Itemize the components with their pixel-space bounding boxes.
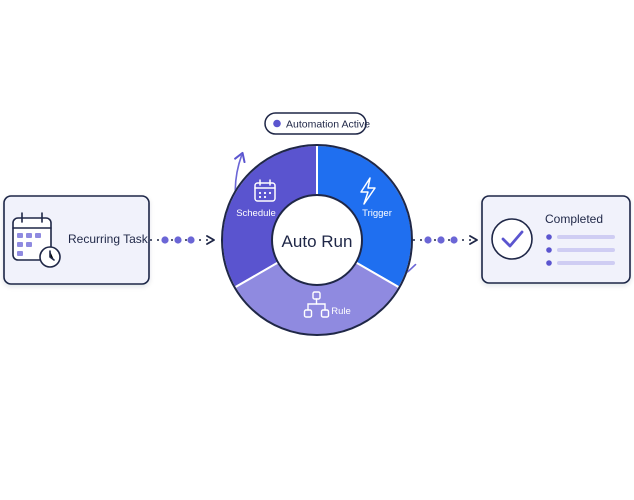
- calendar-clock-icon: [12, 212, 61, 268]
- checklist-lines: [546, 234, 615, 266]
- check-circle-icon: [491, 218, 533, 260]
- segment-label-schedule: Schedule: [236, 208, 276, 219]
- calendar-icon: [254, 179, 276, 202]
- status-badge-label: Automation Active: [286, 119, 370, 131]
- segment-label-trigger: Trigger: [362, 208, 392, 219]
- result-card: Completed: [481, 195, 631, 284]
- connector-source-to-cycle: [150, 235, 215, 245]
- cycle-center-label: Auto Run: [282, 232, 353, 251]
- automation-cycle-wheel: Schedule Trigger Rule Auto Run: [220, 143, 414, 336]
- result-card-label: Completed: [545, 212, 603, 226]
- lightning-icon: [360, 177, 376, 205]
- status-dot-icon: [273, 119, 281, 128]
- connector-cycle-to-result: [413, 235, 478, 245]
- cycle-center-hub: [271, 194, 363, 286]
- status-badge: Automation Active: [264, 112, 370, 135]
- segment-label-rule: Rule: [331, 306, 351, 317]
- source-card: Recurring Task: [3, 195, 150, 285]
- flow-rule-icon: [303, 291, 330, 318]
- source-card-label: Recurring Task: [68, 232, 149, 246]
